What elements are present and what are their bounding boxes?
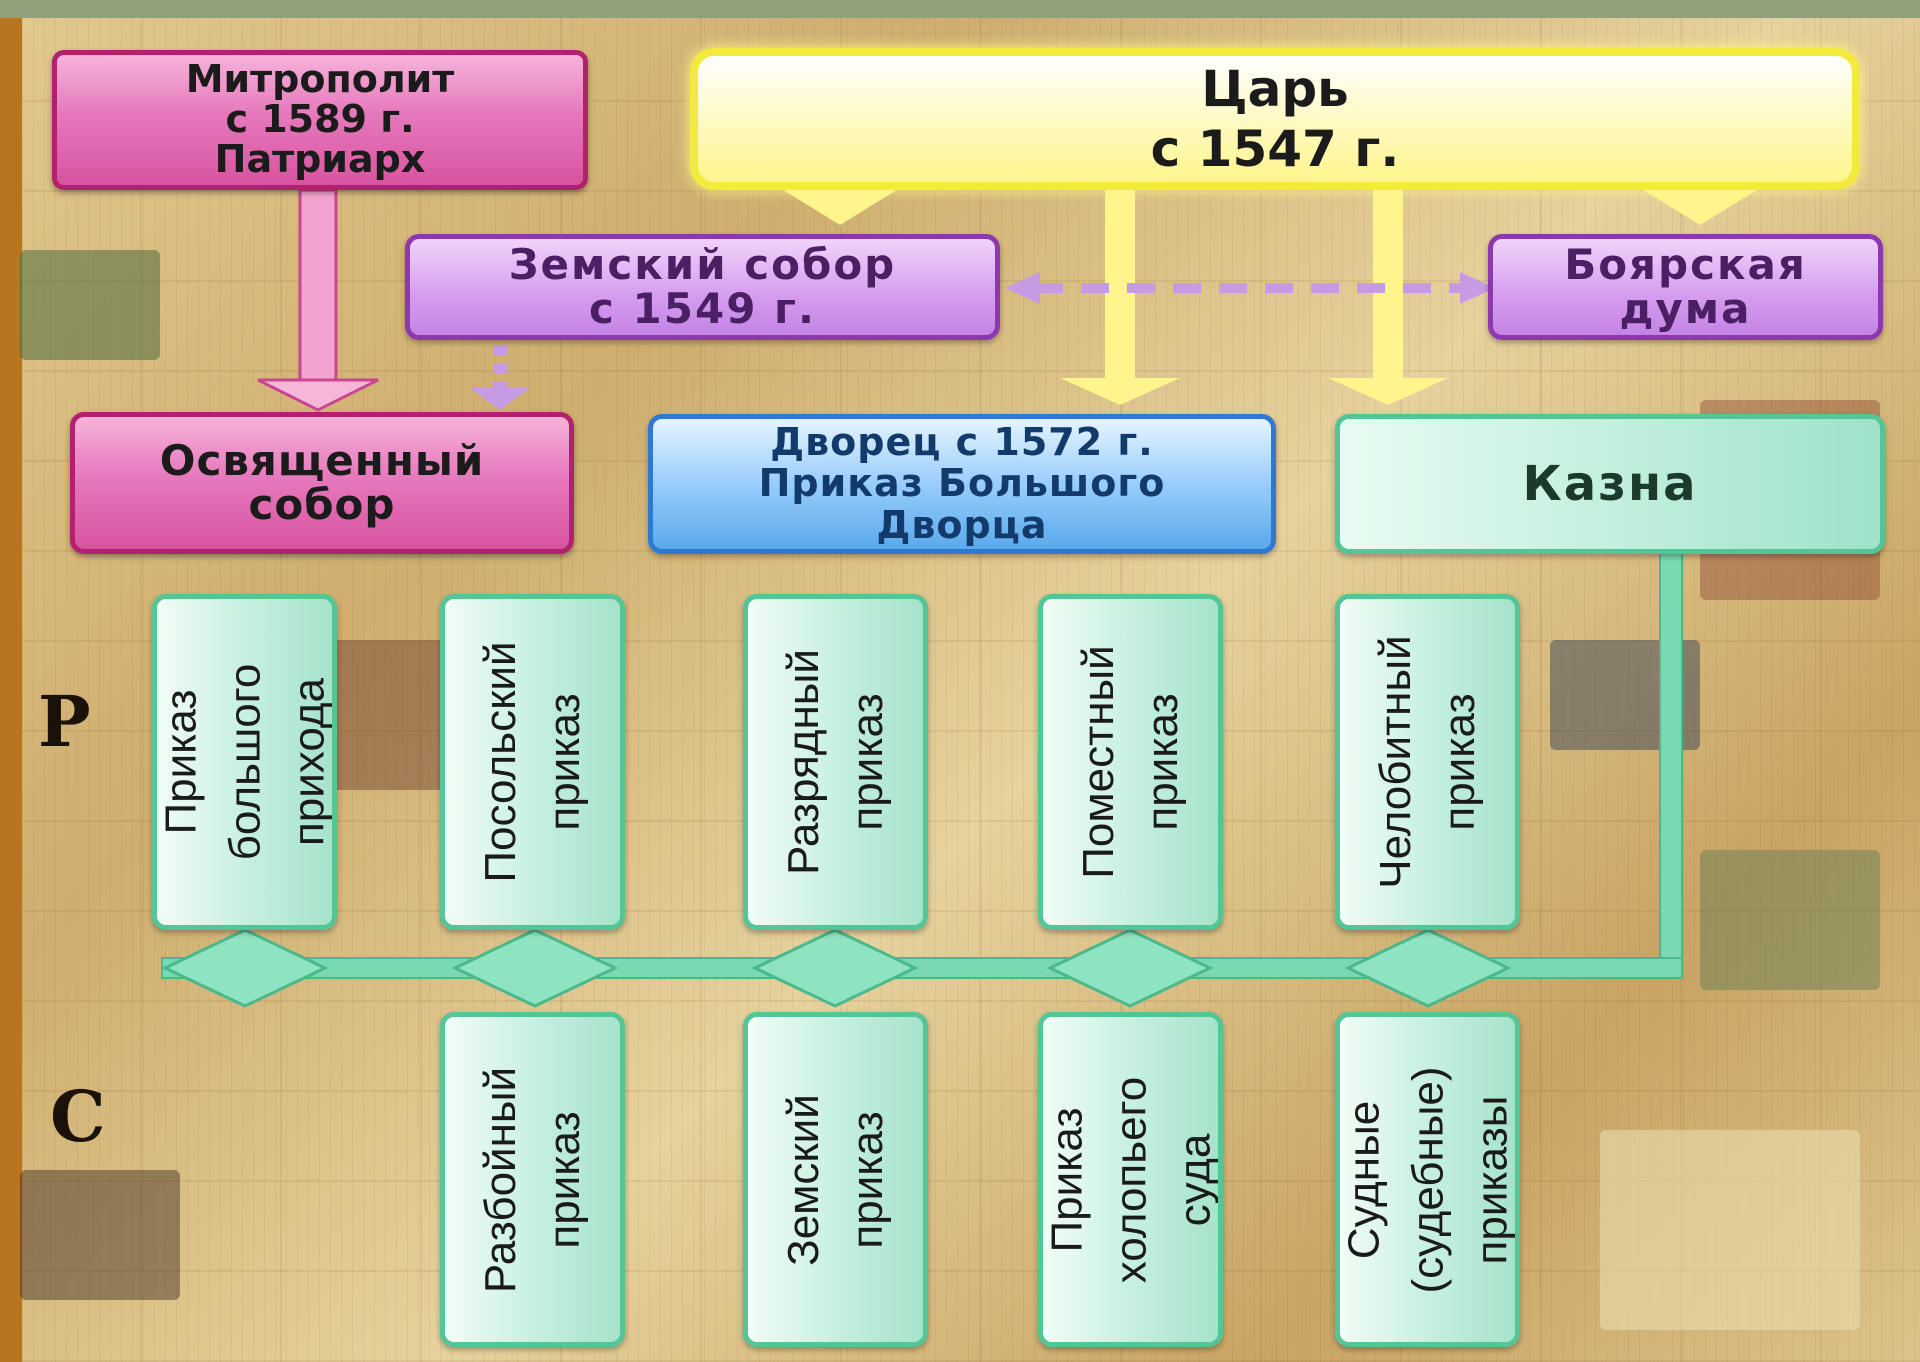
prikaz-label: Поместный приказ bbox=[1067, 617, 1195, 907]
prikaz-box: Земский приказ bbox=[743, 1012, 928, 1347]
treasury-connector bbox=[1660, 552, 1682, 974]
zemsky-sobor-label: Земский собор с 1549 г. bbox=[509, 243, 897, 331]
prikaz-box: Поместный приказ bbox=[1038, 594, 1223, 930]
prikaz-label: Челобитный приказ bbox=[1364, 617, 1492, 907]
tsar-arrowhead bbox=[1060, 378, 1180, 405]
prikaz-label: Приказ холопьего суда bbox=[1038, 1035, 1223, 1325]
palace-box: Дворец с 1572 г. Приказ Большого Дворца bbox=[648, 414, 1276, 554]
bus-junction-diamond bbox=[1348, 930, 1508, 1006]
metropolitan-connector bbox=[300, 190, 336, 380]
bus-junction-diamond bbox=[455, 930, 615, 1006]
prikaz-label: Судные (судебные) приказы bbox=[1335, 1035, 1520, 1325]
tsar-label: Царь с 1547 г. bbox=[1151, 59, 1400, 179]
prikaz-label: Посольский приказ bbox=[469, 617, 597, 907]
prikaz-box: Посольский приказ bbox=[440, 594, 625, 930]
prikaz-box: Судные (судебные) приказы bbox=[1335, 1012, 1520, 1347]
boyar-duma-label: Боярская дума bbox=[1564, 243, 1807, 331]
tsar-arrowhead bbox=[780, 188, 900, 225]
tsar-arrowhead bbox=[1328, 378, 1448, 405]
metropolitan-arrowhead bbox=[258, 380, 378, 410]
prikaz-label: Разрядный приказ bbox=[772, 617, 900, 907]
prikaz-box: Приказ большого прихода bbox=[152, 594, 337, 930]
bus-junction-diamond bbox=[1050, 930, 1210, 1006]
metropolitan-label: Митрополит с 1589 г. Патриарх bbox=[186, 60, 455, 180]
tsar-arrowhead bbox=[1640, 188, 1760, 225]
boyar-duma-box: Боярская дума bbox=[1488, 234, 1883, 340]
prikaz-box: Челобитный приказ bbox=[1335, 594, 1520, 930]
prikaz-label: Земский приказ bbox=[772, 1035, 900, 1325]
prikaz-box: Разрядный приказ bbox=[743, 594, 928, 930]
treasury-label: Казна bbox=[1522, 456, 1697, 512]
holy-council-box: Освященный собор bbox=[70, 412, 574, 554]
prikaz-box: Разбойный приказ bbox=[440, 1012, 625, 1347]
duma-sobor-arrowhead bbox=[1005, 272, 1040, 304]
zemsky-sobor-arrowhead bbox=[470, 388, 530, 410]
prikaz-box: Приказ холопьего суда bbox=[1038, 1012, 1223, 1347]
holy-council-label: Освященный собор bbox=[160, 439, 485, 527]
zemsky-sobor-box: Земский собор с 1549 г. bbox=[405, 234, 1000, 340]
prikaz-label: Разбойный приказ bbox=[469, 1035, 597, 1325]
bus-junction-diamond bbox=[755, 930, 915, 1006]
metropolitan-box: Митрополит с 1589 г. Патриарх bbox=[52, 50, 588, 190]
bus-junction-diamond bbox=[165, 930, 325, 1006]
tsar-box: Царь с 1547 г. bbox=[690, 48, 1860, 190]
prikaz-label: Приказ большого прихода bbox=[152, 617, 337, 907]
treasury-box: Казна bbox=[1335, 414, 1885, 554]
palace-label: Дворец с 1572 г. Приказ Большого Дворца bbox=[759, 422, 1166, 545]
